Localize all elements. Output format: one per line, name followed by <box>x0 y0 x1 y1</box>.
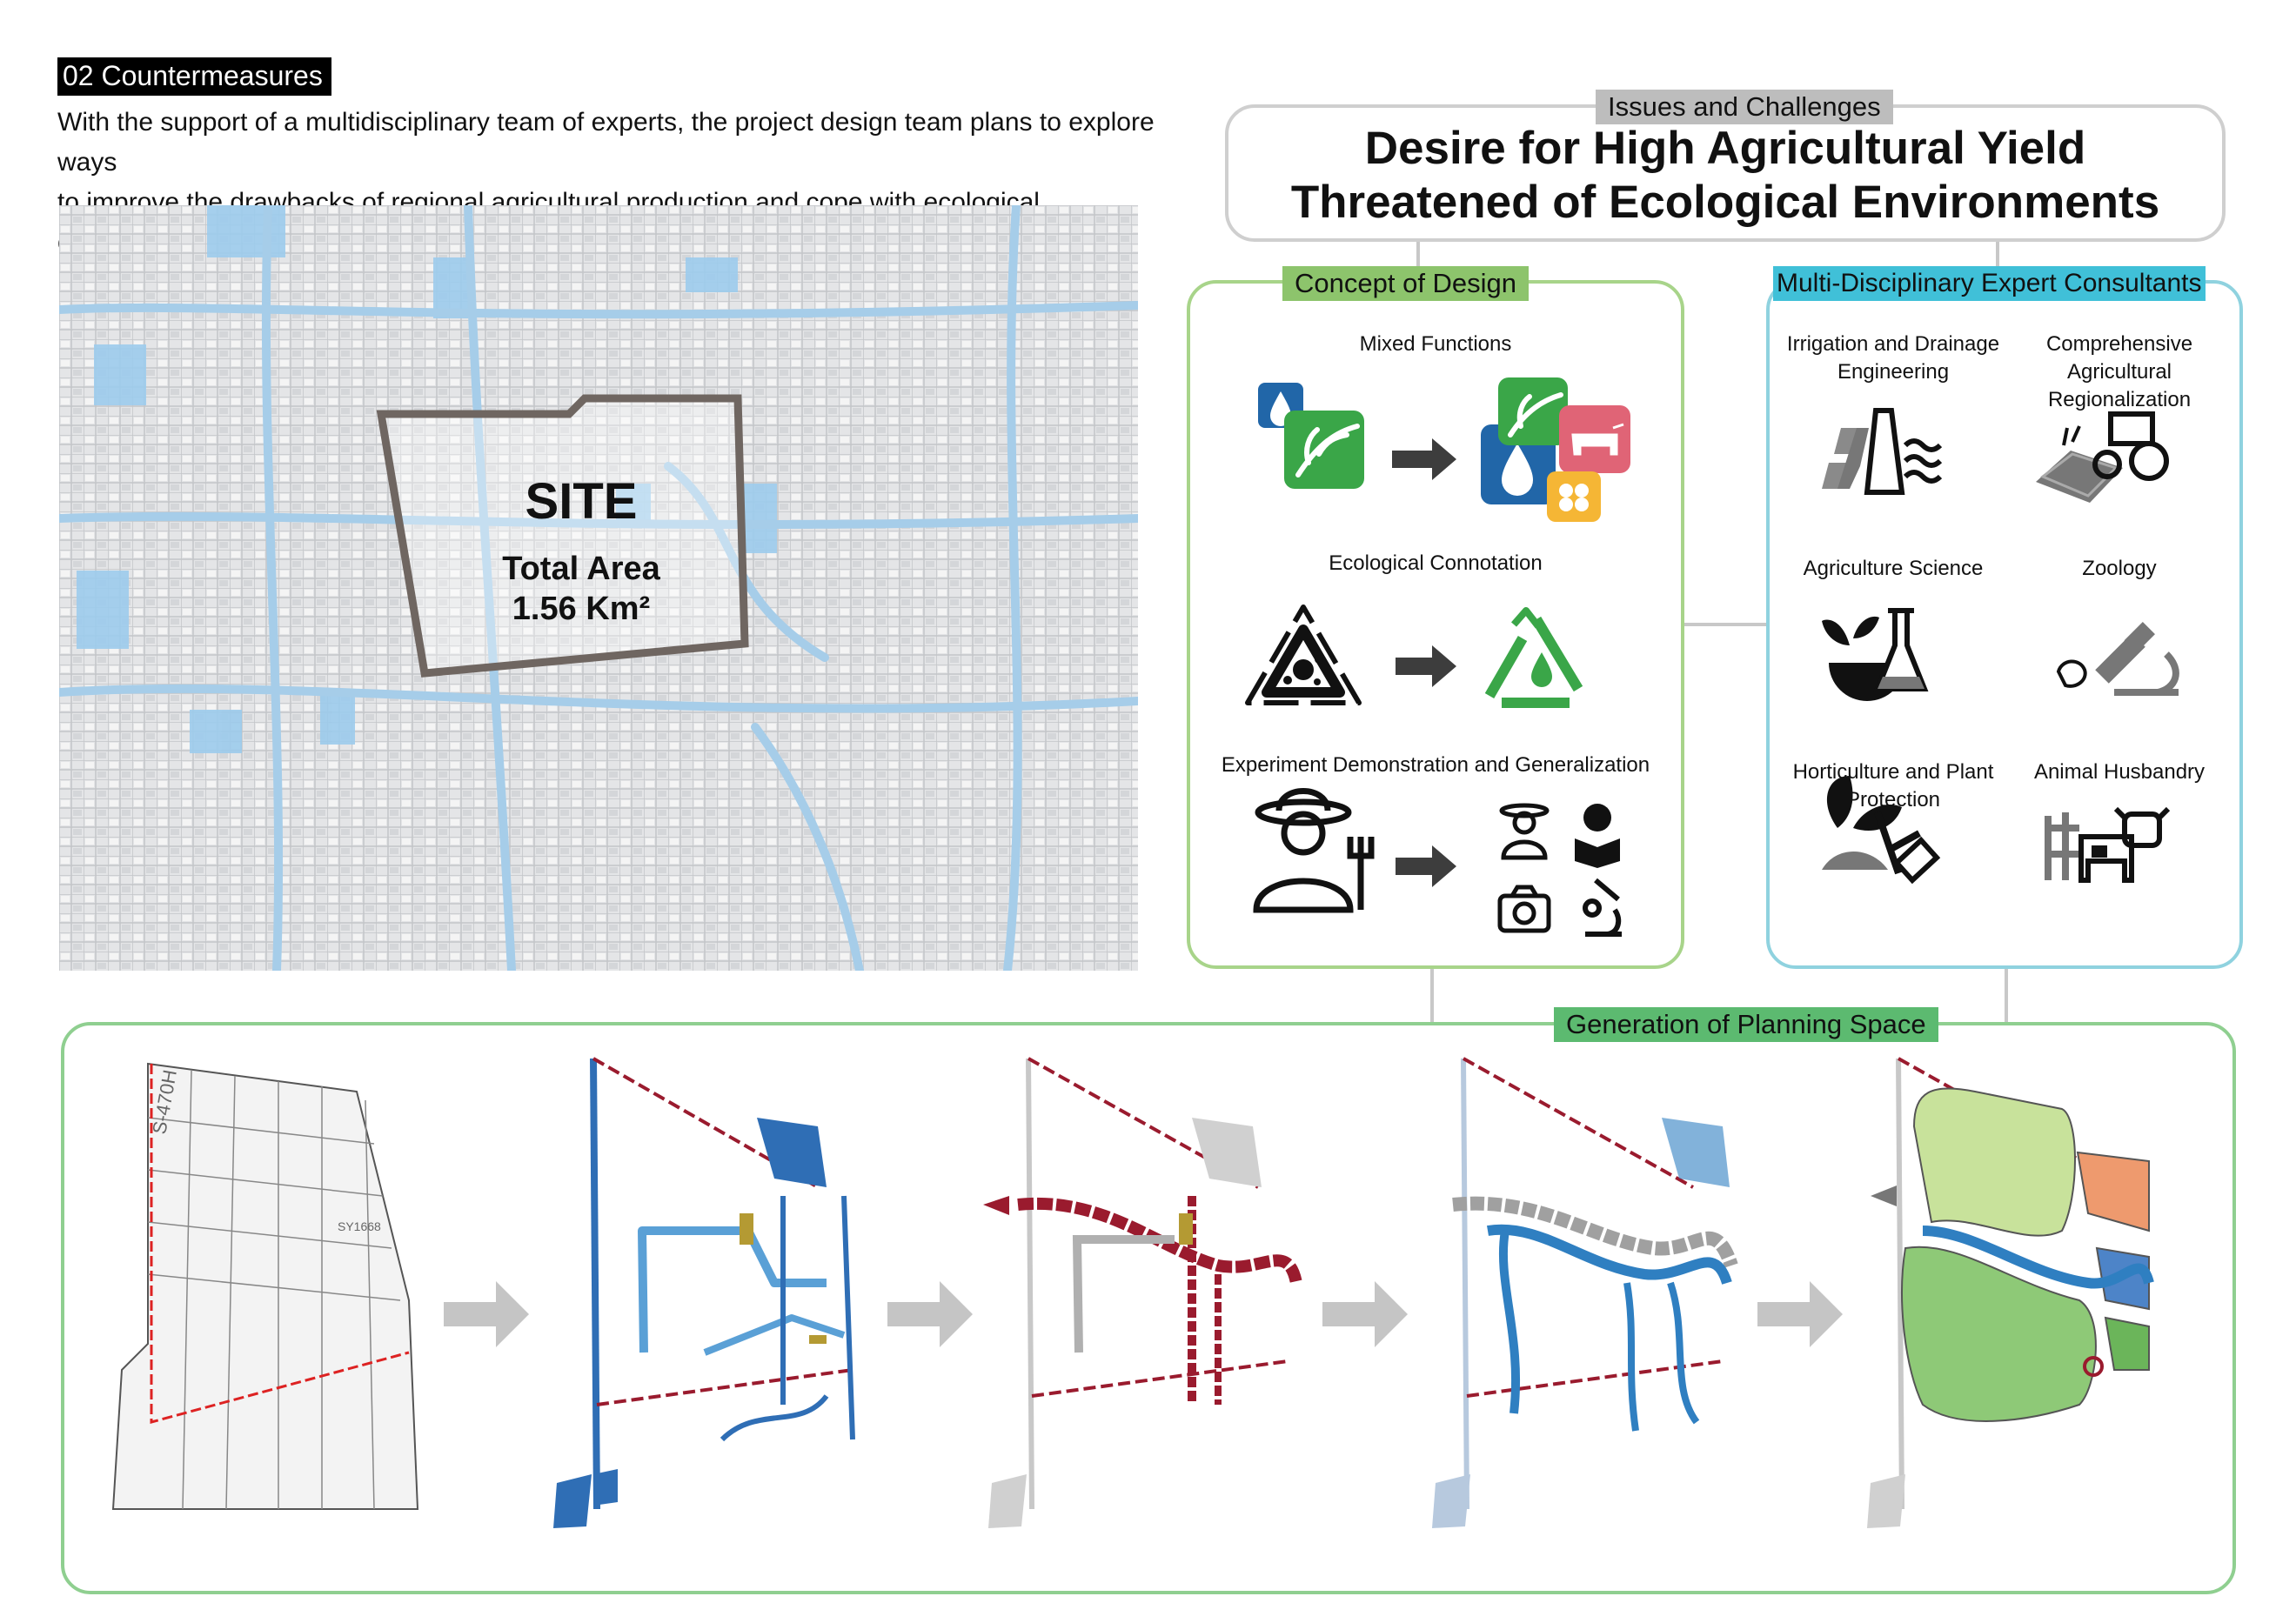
stage-road-network <box>983 1057 1302 1528</box>
tractor-field-icon <box>2036 411 2169 503</box>
stage-river-corridor <box>1432 1057 1738 1528</box>
leaf-icon-large <box>1498 377 1568 445</box>
issues-title-line-1: Desire for High Agricultural Yield <box>1364 123 2086 174</box>
arrow-right-icon-stage3 <box>1322 1281 1408 1347</box>
cow-icon <box>1559 405 1630 473</box>
arrow-right-icon <box>1392 438 1456 480</box>
leaf-icon <box>1284 411 1364 489</box>
agriculture-science-icon <box>1822 608 1929 701</box>
expert-zoology-label: Zoology <box>2082 557 2157 580</box>
recycle-icon <box>1484 607 1583 708</box>
map-text-sy1668: SY1668 <box>338 1219 381 1233</box>
aerial-map-graphic: SITE Total Area 1.56 Km² <box>59 205 1138 971</box>
zoology-icon <box>2056 622 2179 696</box>
stage-water-network <box>553 1057 855 1528</box>
pollution-triangle-icon <box>1245 604 1362 705</box>
small-farmer-icon <box>1499 803 1550 860</box>
flower-icon <box>1547 471 1601 522</box>
planning-sequence: S-470H SY1668 <box>111 1057 2154 1528</box>
site-label: SITE <box>525 473 638 530</box>
site-boundary <box>376 394 749 678</box>
arrow-right-icon-stage1 <box>444 1281 529 1347</box>
concept-icons <box>1245 377 1630 937</box>
camera-icon <box>1497 885 1551 933</box>
eco-drop-icon <box>1531 652 1552 687</box>
experiment-demonstration-label: Experiment Demonstration and Generalizat… <box>1221 753 1650 777</box>
stage-final-plan <box>1867 1057 2154 1528</box>
ecological-connotation-label: Ecological Connotation <box>1329 551 1543 575</box>
animal-husbandry-icon <box>2045 806 2171 883</box>
arrow-right-icon-2 <box>1396 645 1456 687</box>
area-label: Total Area <box>502 551 660 587</box>
expert-animal-husbandry-label: Animal Husbandry <box>2033 760 2206 784</box>
microscope-icon <box>1583 878 1622 937</box>
area-value: 1.56 Km² <box>512 591 650 627</box>
concept-tag: Concept of Design <box>1282 266 1530 301</box>
stage-base-map: S-470H SY1668 <box>111 1062 419 1510</box>
planning-tag: Generation of Planning Space <box>1554 1007 1938 1042</box>
arrow-right-icon-stage2 <box>887 1281 973 1347</box>
issues-title-line-2: Threatened of Ecological Environments <box>1290 177 2160 228</box>
issues-tag: Issues and Challenges <box>1596 90 1893 124</box>
intro-line-1: With the support of a multidisciplinary … <box>57 108 1155 177</box>
farmer-icon <box>1253 788 1375 913</box>
reader-icon <box>1575 804 1620 868</box>
issues-title: Desire for High Agricultural Yield Threa… <box>1225 122 2226 230</box>
expert-agriculture-science-label: Agriculture Science <box>1803 557 1984 580</box>
section-heading: 02 Countermeasures <box>57 57 331 96</box>
arrow-right-icon-stage4 <box>1757 1281 1843 1347</box>
experts-tag: Multi-Disciplinary Expert Consultants <box>1773 266 2206 301</box>
planning-box <box>61 1022 2236 1594</box>
expert-icons <box>1822 408 2179 885</box>
aerial-site-map: SITE Total Area 1.56 Km² <box>59 205 1138 971</box>
mixed-functions-label: Mixed Functions <box>1359 332 1512 356</box>
horticulture-icon <box>1822 776 1941 885</box>
arrow-right-icon-3 <box>1396 845 1456 887</box>
irrigation-dam-icon <box>1822 408 1943 495</box>
